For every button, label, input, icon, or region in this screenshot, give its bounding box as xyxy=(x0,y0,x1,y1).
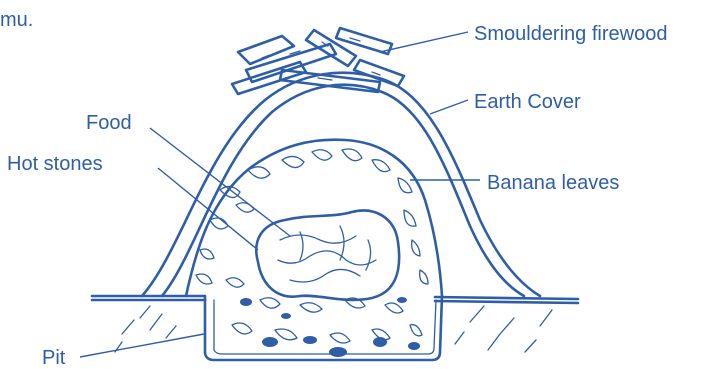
food-parcel xyxy=(256,210,399,299)
leader-food xyxy=(150,128,290,236)
leader-hot-stones xyxy=(158,168,258,250)
label-smouldering-firewood: Smouldering firewood xyxy=(474,23,667,45)
text-fragment: mu. xyxy=(0,9,33,31)
leader-pit xyxy=(80,334,204,357)
leader-smouldering-firewood xyxy=(380,32,468,52)
pit xyxy=(205,296,442,360)
label-earth-cover: Earth Cover xyxy=(474,91,581,113)
firewood-bundle xyxy=(232,28,404,94)
leader-earth-cover xyxy=(430,100,468,114)
banana-leaves-layer xyxy=(186,140,442,357)
ground-surface xyxy=(92,296,578,352)
label-pit: Pit xyxy=(42,347,66,369)
label-food: Food xyxy=(86,112,132,134)
label-banana-leaves: Banana leaves xyxy=(487,172,619,194)
label-hot-stones: Hot stones xyxy=(7,153,103,175)
